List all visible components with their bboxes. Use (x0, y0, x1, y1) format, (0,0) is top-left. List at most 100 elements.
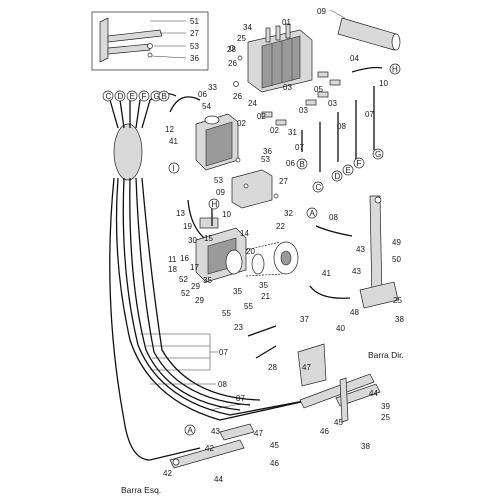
callout-08b: 08 (329, 213, 338, 222)
callout-46b: 46 (270, 459, 279, 468)
belt-pulley (245, 241, 299, 277)
callout-02: 02 (237, 119, 246, 128)
lift-cylinder-right (297, 343, 381, 423)
callout-21: 21 (261, 292, 270, 301)
inset-label-36: 36 (190, 54, 199, 63)
callout-42b: 42 (163, 469, 172, 478)
callout-03b: 03 (328, 99, 337, 108)
callout-13: 13 (176, 209, 185, 218)
callout-45: 45 (334, 418, 343, 427)
callout-43c: 43 (211, 427, 220, 436)
callout-47b: 47 (254, 429, 263, 438)
callout-52b: 52 (181, 289, 190, 298)
connector-b-bottom: B (300, 160, 305, 169)
callout-35b: 35 (233, 287, 242, 296)
callout-36: 36 (263, 147, 272, 156)
nut (147, 52, 153, 58)
callout-49: 49 (392, 238, 401, 247)
callout-25c: 25 (381, 413, 390, 422)
callout-28b: 28 (268, 363, 277, 372)
callout-31: 31 (288, 128, 297, 137)
connector-a-bottom: A (188, 426, 194, 435)
inset-frame (91, 11, 209, 71)
callout-07c: 07 (219, 348, 228, 357)
callout-11: 11 (168, 255, 177, 264)
hose-bundle (109, 93, 321, 461)
bracket-arm (107, 29, 163, 43)
connector-d-bottom: D (335, 172, 341, 181)
callout-33: 33 (208, 83, 217, 92)
connector-d: D (118, 92, 124, 101)
connector-f-bottom: F (357, 159, 362, 168)
tank-cylinder (329, 9, 401, 51)
callout-17: 17 (190, 263, 199, 272)
callout-02b: 02 (257, 112, 266, 121)
callout-08c: 08 (218, 380, 227, 389)
callout-38: 38 (395, 315, 404, 324)
caption-left-bar: Barra Esq. (121, 485, 161, 495)
control-valve (229, 23, 313, 93)
callout-09b: 09 (216, 188, 225, 197)
callout-22: 22 (276, 222, 285, 231)
bracket-arm-lower (107, 43, 151, 55)
inset-label-27: 27 (190, 29, 199, 38)
connector-c: C (106, 92, 112, 101)
callout-02c: 02 (270, 126, 279, 135)
leader-lines (140, 333, 251, 411)
callout-12: 12 (165, 125, 174, 134)
connector-i: I (173, 164, 175, 173)
part-callouts: 01 09 34 25 28 26 04 10 33 06 54 26 24 0… (163, 7, 404, 484)
callout-03c: 03 (299, 106, 308, 115)
callout-01: 01 (282, 18, 291, 27)
callout-08: 08 (337, 122, 346, 131)
callout-29: 29 (191, 282, 200, 291)
inset-label-53: 53 (190, 42, 199, 51)
callout-40: 40 (336, 324, 345, 333)
connector-e: E (130, 92, 135, 101)
callout-47: 47 (302, 363, 311, 372)
callout-53: 53 (261, 155, 270, 164)
callout-45b: 45 (270, 441, 279, 450)
callout-38b: 38 (361, 442, 370, 451)
lift-arm-right (309, 195, 399, 309)
callout-23: 23 (234, 323, 243, 332)
inset-detail: 51 27 53 36 (91, 11, 209, 71)
connector-g: G (154, 92, 160, 101)
callout-10b: 10 (222, 210, 231, 219)
callout-26b: 26 (233, 92, 242, 101)
callout-55b: 55 (244, 302, 253, 311)
callout-55: 55 (222, 309, 231, 318)
callout-29b: 29 (195, 296, 204, 305)
pin-28 (255, 345, 277, 359)
callout-41b: 41 (322, 269, 331, 278)
mounting-bracket (231, 157, 279, 209)
valve-fittings (261, 66, 383, 172)
connector-h-mid: H (212, 200, 218, 209)
callout-10: 10 (379, 79, 388, 88)
callout-07d: 07 (236, 394, 245, 403)
connector-b-top: B (162, 92, 167, 101)
callout-44b: 44 (214, 475, 223, 484)
callout-37: 37 (300, 315, 309, 324)
lift-cylinder-left (169, 423, 255, 469)
hydraulic-pump (187, 199, 247, 283)
callout-06b: 06 (286, 159, 295, 168)
connector-g-bottom: G (375, 150, 381, 159)
callout-52: 52 (179, 275, 188, 284)
callout-16: 16 (180, 254, 189, 263)
inset-label-51: 51 (190, 17, 199, 26)
callout-25b: 25 (393, 296, 402, 305)
pin-23 (247, 325, 277, 337)
connector-h-top: H (392, 65, 398, 74)
callout-35c: 35 (259, 281, 268, 290)
connector-c-bottom: C (316, 183, 322, 192)
bracket-plate (99, 17, 109, 63)
callout-03: 03 (283, 83, 292, 92)
callout-18: 18 (168, 265, 177, 274)
callout-06: 06 (198, 90, 207, 99)
callout-07b: 07 (295, 143, 304, 152)
callout-07: 07 (365, 110, 374, 119)
callout-19: 19 (183, 222, 192, 231)
callout-27: 27 (279, 177, 288, 186)
